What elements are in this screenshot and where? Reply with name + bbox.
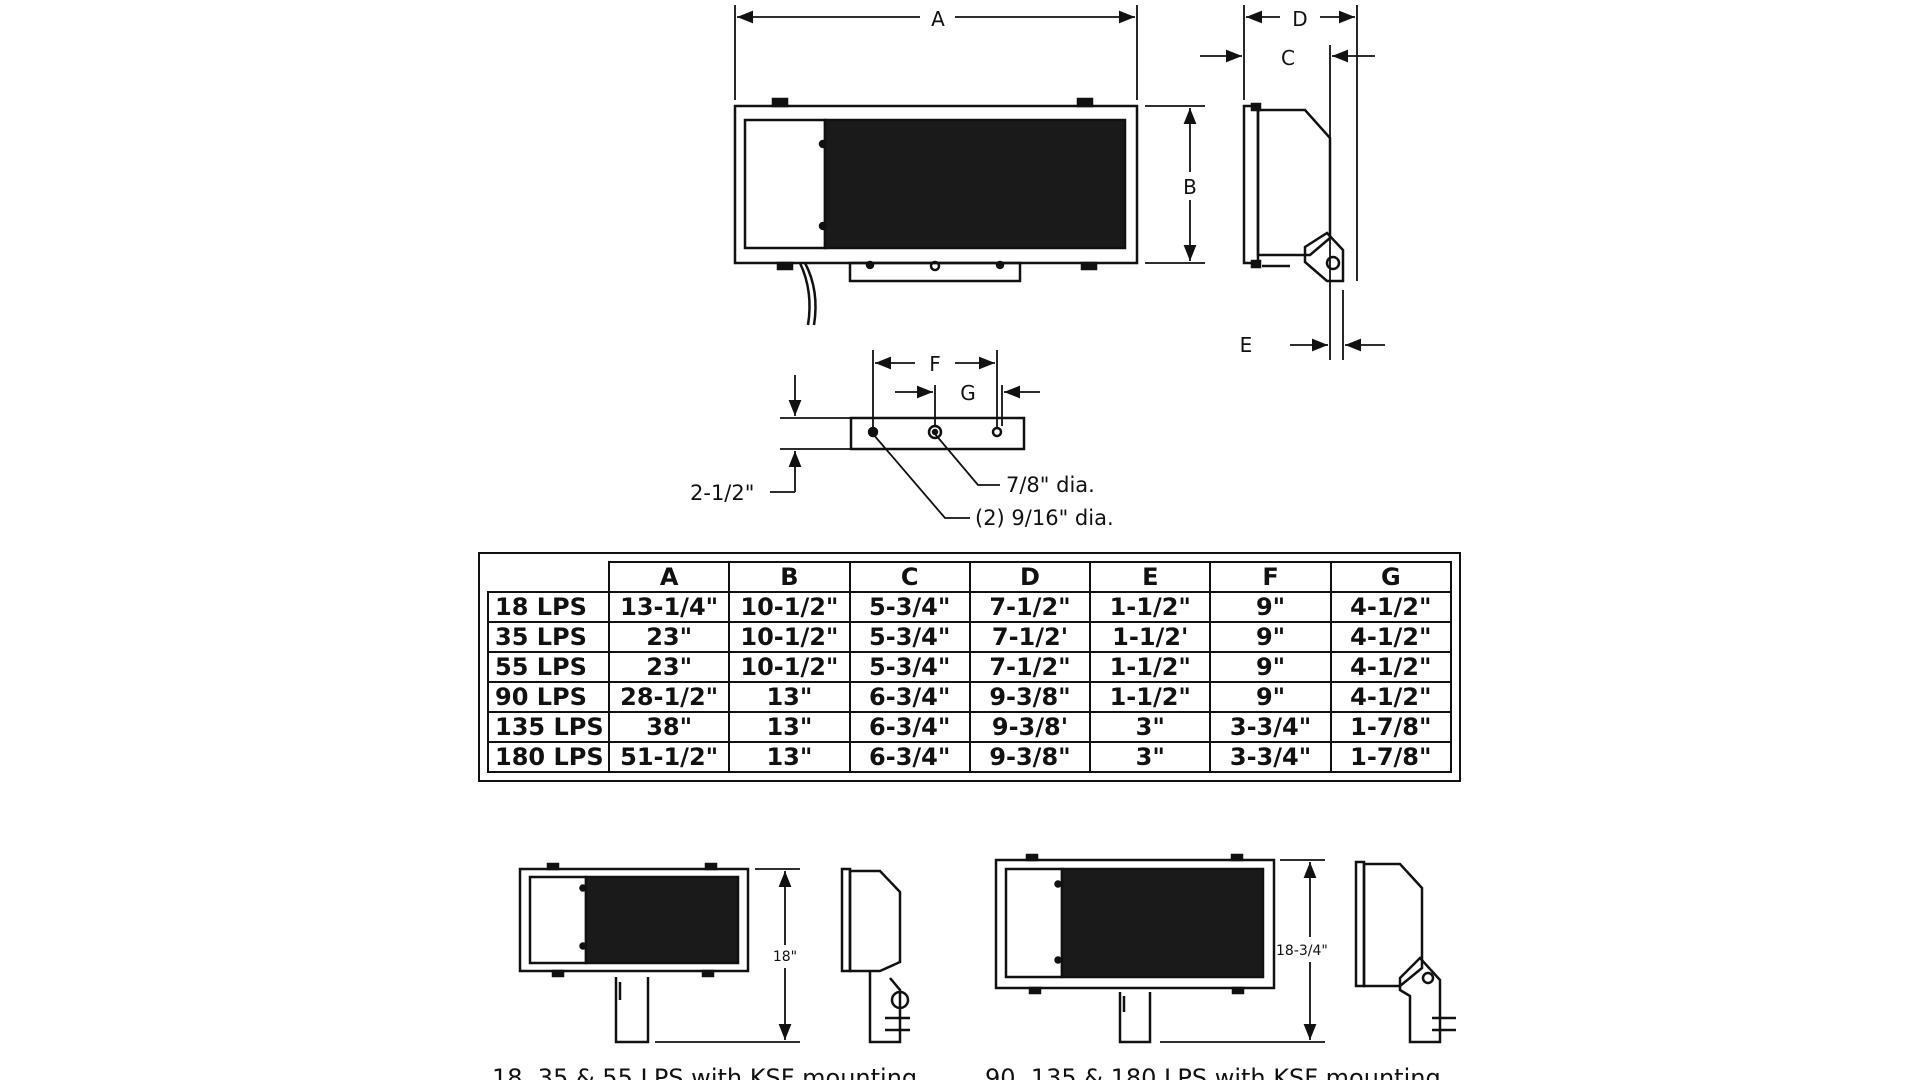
table-cell: 6-3/4" <box>848 711 971 743</box>
dimension-large-height <box>1160 859 1325 1043</box>
col-header: A <box>607 561 731 593</box>
dimension-a <box>734 5 1138 100</box>
table-row: 55 LPS 23" 10-1/2" 5-3/4" 7-1/2" 1-1/2" … <box>487 651 1453 683</box>
table-cell: 9-3/8" <box>968 741 1092 773</box>
caption-large: 90, 135 & 180 LPS with KSF mounting <box>985 1064 1441 1080</box>
table-cell: 10-1/2" <box>728 621 851 653</box>
table-cell: 9" <box>1209 621 1332 653</box>
hole-leaders <box>872 433 1000 519</box>
table-cell: 13" <box>728 741 851 773</box>
row-label: 135 LPS <box>487 711 610 743</box>
row-label: 90 LPS <box>487 681 610 713</box>
table-cell: 1-7/8" <box>1329 741 1453 773</box>
table-cell: 6-3/4" <box>848 681 971 713</box>
table-cell: 9-3/8" <box>968 681 1092 713</box>
label-b: B <box>1183 175 1197 199</box>
table-row: 180 LPS 51-1/2" 13" 6-3/4" 9-3/8" 3" 3-3… <box>487 741 1453 773</box>
label-e: E <box>1240 333 1253 357</box>
table-row: 18 LPS 13-1/4" 10-1/2" 5-3/4" 7-1/2" 1-1… <box>487 591 1453 623</box>
table-cell: 1-1/2" <box>1089 681 1212 713</box>
table-cell: 4-1/2" <box>1329 681 1453 713</box>
label-f: F <box>929 352 941 376</box>
dimension-f <box>872 350 998 428</box>
col-header: E <box>1089 561 1212 593</box>
table-row: 90 LPS 28-1/2" 13" 6-3/4" 9-3/8" 1-1/2" … <box>487 681 1453 713</box>
row-label: 35 LPS <box>487 621 610 653</box>
table-cell: 5-3/4" <box>848 591 971 623</box>
table-cell: 4-1/2" <box>1329 621 1453 653</box>
dimension-b <box>1145 105 1205 264</box>
table-cell: 3" <box>1089 741 1212 773</box>
table-row: 135 LPS 38" 13" 6-3/4" 9-3/8' 3" 3-3/4" … <box>487 711 1453 743</box>
col-header: B <box>728 561 851 593</box>
front-view-fixture <box>733 97 1139 326</box>
large-height-label: 18-3/4" <box>1276 943 1328 959</box>
col-header: C <box>848 561 971 593</box>
table-row: 35 LPS 23" 10-1/2" 5-3/4" 7-1/2' 1-1/2' … <box>487 621 1453 653</box>
table-cell: 3-3/4" <box>1209 711 1332 743</box>
table-header-row: A B C D E F G <box>488 561 1453 593</box>
col-header: D <box>968 561 1092 593</box>
table-cell: 1-1/2" <box>1089 591 1212 623</box>
callout-side-holes: (2) 9/16" dia. <box>975 506 1114 530</box>
table-cell: 1-1/2' <box>1089 621 1212 653</box>
table-cell: 13" <box>728 681 851 713</box>
col-header: G <box>1329 561 1453 593</box>
caption-small: 18, 35 & 55 LPS with KSF mounting <box>492 1064 917 1080</box>
table-cell: 4-1/2" <box>1329 591 1453 623</box>
table-cell: 51-1/2" <box>607 741 731 773</box>
table-cell: 23" <box>607 621 731 653</box>
table-corner <box>488 562 609 592</box>
table-cell: 7-1/2' <box>968 621 1092 653</box>
label-d: D <box>1292 7 1307 31</box>
table-cell: 10-1/2" <box>728 591 851 623</box>
table-cell: 9" <box>1209 681 1332 713</box>
table-cell: 23" <box>607 651 731 683</box>
label-g: G <box>960 381 976 405</box>
table-cell: 28-1/2" <box>607 681 731 713</box>
table-cell: 7-1/2" <box>968 591 1092 623</box>
dimension-plate-height <box>770 375 850 493</box>
dimension-g <box>895 385 1040 426</box>
table-cell: 9" <box>1209 591 1332 623</box>
dimension-table: A B C D E F G 18 LPS 13-1/4" 10-1/2" 5-3… <box>478 552 1461 782</box>
side-view-fixture <box>1242 102 1345 283</box>
table-cell: 4-1/2" <box>1329 651 1453 683</box>
table-cell: 38" <box>607 711 731 743</box>
table-cell: 6-3/4" <box>848 741 971 773</box>
dimension-e <box>1290 290 1385 360</box>
row-label: 18 LPS <box>487 591 610 623</box>
table-cell: 9-3/8' <box>968 711 1092 743</box>
callout-plate-height: 2-1/2" <box>690 481 754 505</box>
small-fixture-side <box>840 867 910 1044</box>
row-label: 55 LPS <box>487 651 610 683</box>
large-fixture-front <box>994 853 1276 1044</box>
table-cell: 13" <box>728 711 851 743</box>
large-fixture-side <box>1354 860 1456 1044</box>
col-header: F <box>1209 561 1332 593</box>
label-c: C <box>1281 46 1295 70</box>
table-cell: 1-7/8" <box>1329 711 1453 743</box>
callout-center-hole: 7/8" dia. <box>1006 473 1095 497</box>
table-cell: 9" <box>1209 651 1332 683</box>
small-height-label: 18" <box>773 949 797 965</box>
table-cell: 13-1/4" <box>607 591 731 623</box>
dimension-small-height <box>655 868 800 1043</box>
mounting-plate-detail <box>849 416 1026 451</box>
table-cell: 10-1/2" <box>728 651 851 683</box>
row-label: 180 LPS <box>487 741 610 773</box>
table-cell: 5-3/4" <box>848 651 971 683</box>
table-cell: 7-1/2" <box>968 651 1092 683</box>
table-cell: 3" <box>1089 711 1212 743</box>
table-cell: 3-3/4" <box>1209 741 1332 773</box>
label-a: A <box>931 7 945 31</box>
table-cell: 1-1/2" <box>1089 651 1212 683</box>
dimension-d <box>1243 5 1358 281</box>
dimension-c <box>1200 45 1375 360</box>
table-cell: 5-3/4" <box>848 621 971 653</box>
small-fixture-front <box>518 862 750 1044</box>
